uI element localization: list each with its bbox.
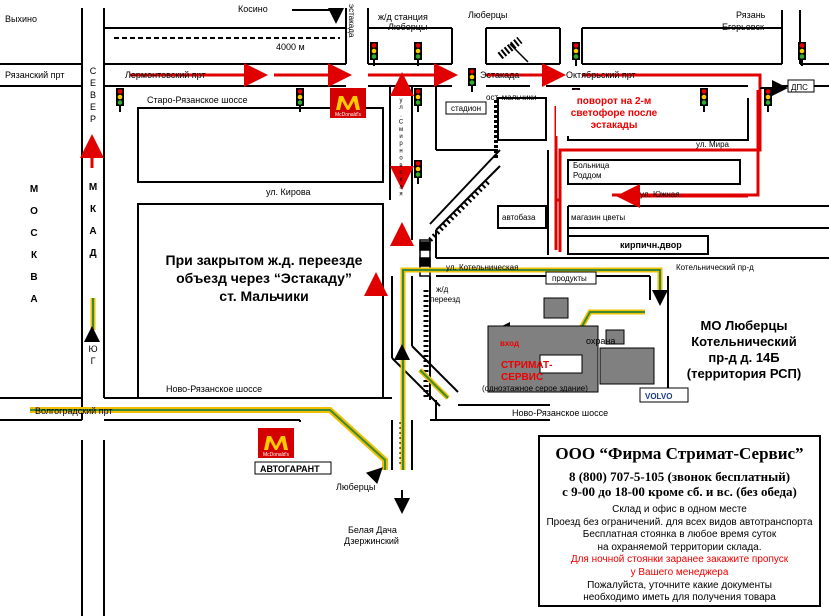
label-ost-malchiki: ост. мальчики: [486, 93, 537, 102]
info-line-2: Проезд без ограничений. для всех видов а…: [546, 516, 813, 528]
info-red-1: Для ночной стоянки заранее закажите проп…: [570, 554, 789, 566]
label-ul-yuzhnaya: ул. Южная: [640, 190, 680, 199]
info-red-2: у Вашего менеджера: [630, 566, 729, 578]
label-volgogradsky: Волгоградский прт: [35, 406, 113, 416]
label-building-note: (одноэтажное серое здание): [482, 384, 588, 393]
label-vykhino: Выхино: [5, 14, 37, 24]
label-egorevsk: Егорьевск: [722, 22, 764, 32]
label-oktyabrsky: Октябрьский прт: [566, 70, 636, 80]
mcdonalds-logo: [258, 428, 294, 458]
mcdonalds-logo: [330, 88, 366, 118]
label-dps: ДПС: [791, 83, 808, 92]
label-avtobaza: автобаза: [502, 213, 536, 222]
detour-3: ст. Мальчики: [219, 288, 308, 304]
road-network: [0, 8, 829, 616]
label-station2: Люберцы: [388, 22, 427, 32]
info-line-6: необходимо иметь для получения товара: [583, 592, 776, 604]
label-novo-ryazan-right: Ново-Рязанское шоссе: [512, 408, 608, 418]
label-ryazan: Рязань: [736, 10, 766, 20]
label-zhd-pereezd-1: ж/д: [436, 285, 449, 294]
label-kotelnichesky-prd: Котельнический пр-д: [676, 263, 754, 272]
label-ul-kirova: ул. Кирова: [266, 187, 311, 197]
volvo-sign: [639, 387, 689, 403]
label-dist: 4000 м: [276, 42, 305, 52]
addr-4: (территория РСП): [687, 366, 801, 381]
hours: с 9-00 до 18-00 кроме сб. и вс. (без обе…: [562, 484, 797, 499]
info-line-1: Склад и офис в одном месте: [612, 504, 747, 515]
info-box: ООО “Фирма Стримат-Сервис” 8 (800) 707-5…: [538, 435, 821, 607]
label-station: ж/д станция: [378, 12, 428, 22]
info-line-4: на охраняемой территории склада.: [597, 541, 762, 553]
label-kirpich: кирпичн.двор: [620, 240, 682, 250]
turn-note-2: светофоре после: [571, 107, 658, 119]
label-ryazansky: Рязанский прт: [5, 70, 64, 80]
label-lyubertsy-top: Люберцы: [468, 10, 507, 20]
label-stirmat-1: СТРИМАТ-: [501, 360, 552, 371]
label-vkhod: вход: [500, 339, 519, 348]
label-okhrana: охрана: [586, 336, 615, 346]
addr-1: МО Люберцы: [701, 318, 788, 333]
addr-2: Котельнический: [691, 334, 797, 349]
info-line-3: Бесплатная стоянка в любое время суток: [582, 529, 777, 541]
label-bolnitsa: Больница: [573, 161, 610, 170]
label-ul-mira: ул. Мира: [696, 140, 730, 149]
label-stadion: стадион: [451, 104, 481, 113]
label-dzerzhinsky: Дзержинский: [344, 536, 399, 546]
label-estakada: Эстакада: [480, 70, 519, 80]
info-line-5: Пожалуйста, уточните какие документы: [587, 579, 772, 591]
detour-1: При закрытом ж.д. переезде: [166, 252, 363, 268]
label-volvo: VOLVO: [645, 392, 672, 401]
label-estakada-vertical: эстакада: [347, 4, 356, 38]
label-kosino: Косино: [238, 4, 268, 14]
detour-2: объезд через “Эстакаду”: [176, 270, 352, 286]
addr-3: пр-д д. 14Б: [708, 350, 779, 365]
label-belaya-dacha: Белая Дача: [348, 525, 397, 535]
label-stirmat-2: СЕРВИС: [501, 372, 543, 383]
label-zhd-pereezd-2: переезд: [430, 295, 460, 304]
label-novo-ryazan-left: Ново-Рязанское шоссе: [166, 384, 262, 394]
label-lermontovsky: Лермонтовский прт: [125, 70, 206, 80]
label-produkty: продукты: [552, 274, 587, 283]
turn-note-3: эстакады: [591, 120, 638, 131]
label-ul-kotelnicheskaya: ул. Котельническая: [446, 263, 518, 272]
label-staro-ryazan: Старо-Рязанское шоссе: [147, 95, 248, 105]
turn-note-1: поворот на 2-м: [577, 96, 652, 107]
company-title: ООО “Фирма Стримат-Сервис”: [555, 444, 804, 463]
label-avtogarant: АВТОГАРАНТ: [260, 464, 320, 474]
label-magazin: магазин цветы: [571, 213, 625, 222]
phone: 8 (800) 707-5-105 (звонок бесплатный): [568, 469, 791, 484]
label-lyubertsy-bottom: Люберцы: [336, 482, 375, 492]
label-roddom: Роддом: [573, 171, 602, 180]
